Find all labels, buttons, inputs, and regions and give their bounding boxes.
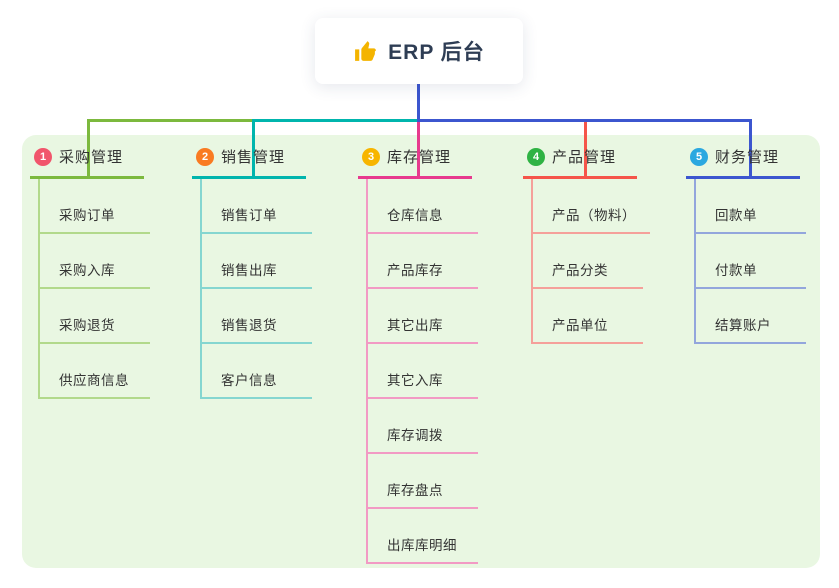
child-label: 出库库明细 [387, 538, 457, 553]
branch-node[interactable]: 3 库存管理 [358, 146, 472, 179]
child-node[interactable]: 产品单位 [533, 289, 643, 344]
child-label: 产品分类 [552, 263, 608, 278]
branch-label: 销售管理 [221, 149, 286, 166]
child-node[interactable]: 客户信息 [202, 344, 312, 399]
branch-label: 库存管理 [387, 149, 452, 166]
branch-children: 回款单 付款单 结算账户 [694, 179, 806, 344]
branch-1: 1 采购管理 采购订单 采购入库 采购退货 供应商信息 [30, 146, 150, 399]
child-node[interactable]: 付款单 [696, 234, 806, 289]
child-node[interactable]: 结算账户 [696, 289, 806, 344]
child-node[interactable]: 采购订单 [40, 179, 150, 234]
branch-children: 销售订单 销售出库 销售退货 客户信息 [200, 179, 312, 399]
root-node[interactable]: ERP 后台 [315, 18, 523, 84]
branch-children: 产品（物料） 产品分类 产品单位 [531, 179, 650, 344]
connector-line [417, 84, 420, 122]
child-label: 销售退货 [221, 318, 277, 333]
child-label: 其它入库 [387, 373, 443, 388]
connector-line [417, 122, 420, 177]
branch-4: 4 产品管理 产品（物料） 产品分类 产品单位 [523, 146, 650, 344]
child-node[interactable]: 产品（物料） [533, 179, 650, 234]
branch-children: 仓库信息 产品库存 其它出库 其它入库 库存调拨 库存盘点 出库库明细 [366, 179, 478, 564]
branch-node[interactable]: 1 采购管理 [30, 146, 144, 179]
branch-node[interactable]: 5 财务管理 [686, 146, 800, 179]
child-label: 库存调拨 [387, 428, 443, 443]
branch-label: 产品管理 [552, 149, 617, 166]
child-node[interactable]: 供应商信息 [40, 344, 150, 399]
child-node[interactable]: 产品库存 [368, 234, 478, 289]
connector-line [749, 122, 752, 177]
branch-label: 财务管理 [715, 149, 780, 166]
child-node[interactable]: 采购退货 [40, 289, 150, 344]
child-label: 产品库存 [387, 263, 443, 278]
child-label: 回款单 [715, 208, 757, 223]
child-node[interactable]: 销售出库 [202, 234, 312, 289]
branch-label: 采购管理 [59, 149, 124, 166]
connector-line [584, 122, 587, 177]
child-label: 采购退货 [59, 318, 115, 333]
child-label: 采购入库 [59, 263, 115, 278]
branch-5: 5 财务管理 回款单 付款单 结算账户 [686, 146, 806, 344]
child-label: 付款单 [715, 263, 757, 278]
child-label: 产品（物料） [552, 208, 636, 223]
child-label: 供应商信息 [59, 373, 129, 388]
child-node[interactable]: 出库库明细 [368, 509, 478, 564]
child-node[interactable]: 销售退货 [202, 289, 312, 344]
child-node[interactable]: 销售订单 [202, 179, 312, 234]
branch-number-badge: 5 [690, 147, 708, 166]
child-node[interactable]: 库存调拨 [368, 399, 478, 454]
child-label: 销售出库 [221, 263, 277, 278]
connector-line [87, 122, 90, 177]
connector-line [252, 119, 418, 122]
child-label: 采购订单 [59, 208, 115, 223]
child-label: 产品单位 [552, 318, 608, 333]
branch-number-badge: 4 [527, 147, 545, 166]
branch-3: 3 库存管理 仓库信息 产品库存 其它出库 其它入库 库存调拨 库存盘点 出库库… [358, 146, 478, 564]
child-label: 仓库信息 [387, 208, 443, 223]
branch-2: 2 销售管理 销售订单 销售出库 销售退货 客户信息 [192, 146, 312, 399]
child-label: 其它出库 [387, 318, 443, 333]
branches-panel [22, 135, 820, 568]
root-title: ERP 后台 [388, 41, 485, 64]
branch-number-badge: 2 [196, 147, 214, 166]
child-node[interactable]: 产品分类 [533, 234, 643, 289]
thumbs-up-icon [353, 39, 378, 64]
branch-node[interactable]: 2 销售管理 [192, 146, 306, 179]
branch-node[interactable]: 4 产品管理 [523, 146, 637, 179]
child-label: 结算账户 [715, 318, 771, 333]
child-label: 库存盘点 [387, 483, 443, 498]
child-node[interactable]: 仓库信息 [368, 179, 478, 234]
connector-line [417, 119, 752, 122]
child-label: 销售订单 [221, 208, 277, 223]
branch-children: 采购订单 采购入库 采购退货 供应商信息 [38, 179, 150, 399]
branch-number-badge: 1 [34, 147, 52, 166]
child-node[interactable]: 采购入库 [40, 234, 150, 289]
child-node[interactable]: 回款单 [696, 179, 806, 234]
child-node[interactable]: 其它入库 [368, 344, 478, 399]
child-node[interactable]: 库存盘点 [368, 454, 478, 509]
connector-line [252, 122, 255, 177]
connector-line [87, 119, 253, 122]
branch-number-badge: 3 [362, 147, 380, 166]
child-node[interactable]: 其它出库 [368, 289, 478, 344]
child-label: 客户信息 [221, 373, 277, 388]
